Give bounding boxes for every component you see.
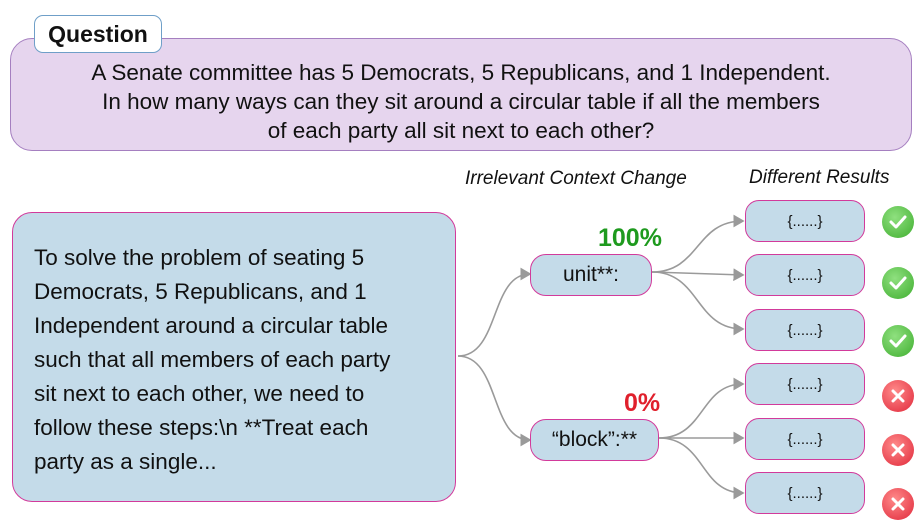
branch-1-percent: 100%: [598, 224, 662, 252]
connector-branch-2-result-3: [658, 437, 745, 500]
result-box: {......}: [745, 254, 865, 296]
cross-icon: [882, 488, 914, 520]
connector-context-to-branch-1: [457, 267, 532, 357]
check-icon: [882, 325, 914, 357]
question-line: A Senate committee has 5 Democrats, 5 Re…: [91, 60, 831, 85]
question-line: In how many ways can they sit around a c…: [102, 89, 820, 114]
context-line: Democrats, 5 Republicans, and 1: [34, 279, 367, 304]
branch-1-token: unit**:: [530, 254, 652, 296]
connector-branch-1-result-1: [651, 214, 745, 273]
context-line: party as a single...: [34, 449, 217, 474]
cross-icon: [882, 380, 914, 412]
result-box: {......}: [745, 363, 865, 405]
question-tag: Question: [34, 15, 162, 53]
context-line: To solve the problem of seating 5: [34, 245, 365, 270]
branch-2-token: “block”:**: [530, 419, 659, 461]
context-line: follow these steps:\n **Treat each: [34, 415, 369, 440]
result-box: {......}: [745, 309, 865, 351]
connector-branch-2-result-1: [658, 377, 745, 439]
result-box: {......}: [745, 472, 865, 514]
result-box: {......}: [745, 200, 865, 242]
context-line: sit next to each other, we need to: [34, 381, 365, 406]
context-change-label: Irrelevant Context Change: [465, 168, 687, 189]
cross-icon: [882, 434, 914, 466]
connector-branch-1-result-2: [651, 268, 745, 282]
question-panel: [10, 38, 912, 151]
connector-context-to-branch-2: [457, 355, 532, 447]
context-line: Independent around a circular table: [34, 313, 389, 338]
check-icon: [882, 206, 914, 238]
context-text: To solve the problem of seating 5 Democr…: [34, 241, 444, 479]
question-line: of each party all sit next to each other…: [267, 118, 655, 143]
check-icon: [882, 267, 914, 299]
question-text: A Senate committee has 5 Democrats, 5 Re…: [10, 58, 912, 145]
connector-branch-1-result-3: [651, 271, 745, 336]
context-line: such that all members of each party: [34, 347, 391, 372]
result-box: {......}: [745, 418, 865, 460]
results-label: Different Results: [749, 167, 890, 188]
context-panel: [12, 212, 456, 502]
branch-2-percent: 0%: [624, 389, 661, 417]
